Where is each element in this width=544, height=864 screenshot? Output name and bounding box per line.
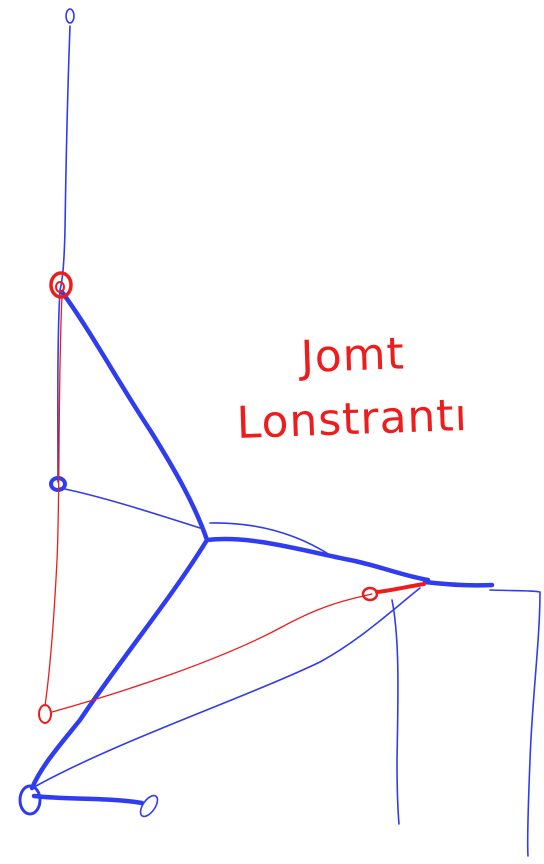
right-outer-vertical-line — [490, 590, 540, 856]
thin-diagonal-from-bottom — [36, 588, 420, 786]
right-inner-vertical-line — [392, 600, 399, 824]
annotation-line-1: Jomt — [300, 332, 405, 380]
blue-thick-strokes — [20, 292, 492, 814]
annotation-line-2: Lonstrantı — [236, 394, 469, 446]
ankle-joint-circle — [20, 786, 40, 814]
red-constraint-vertical — [45, 296, 62, 706]
thin-link-to-knee — [60, 488, 200, 528]
lower-leg-segment — [32, 540, 207, 788]
top-joint-circle — [66, 9, 74, 23]
foot-segment — [34, 796, 142, 803]
red-ground-circle — [39, 705, 51, 723]
upper-leg-segment — [62, 292, 207, 540]
right-end-segment — [425, 582, 492, 585]
foot-end-circle — [137, 793, 161, 820]
upper-right-segment — [207, 539, 428, 580]
